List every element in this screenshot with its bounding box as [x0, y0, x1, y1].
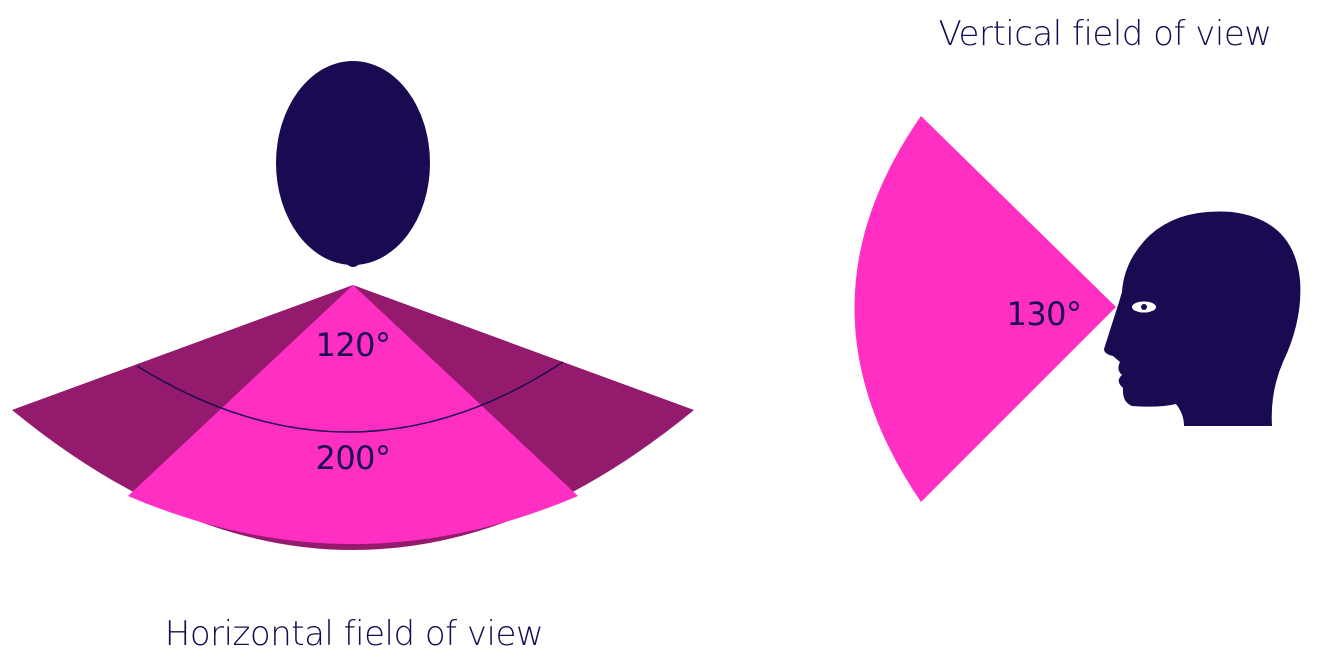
horizontal-angle-arc — [136, 361, 564, 433]
vertical-sector — [854, 116, 1116, 502]
central-angle-label: 120° — [315, 326, 390, 364]
total-angle-label: 200° — [315, 439, 390, 477]
horizontal-central-sector — [128, 285, 578, 544]
vertical-fov-group: Vertical field of view 130° — [854, 14, 1301, 502]
vertical-caption: Vertical field of view — [938, 14, 1271, 54]
vertical-angle-label: 130° — [1006, 295, 1081, 333]
nose-top-view — [342, 258, 364, 267]
pupil — [1141, 304, 1147, 310]
head-profile — [1104, 211, 1301, 426]
horizontal-fov-group: 120° 200° Horizontal field of view — [12, 61, 694, 654]
horizontal-caption: Horizontal field of view — [165, 614, 543, 654]
head-top-view — [276, 61, 430, 265]
